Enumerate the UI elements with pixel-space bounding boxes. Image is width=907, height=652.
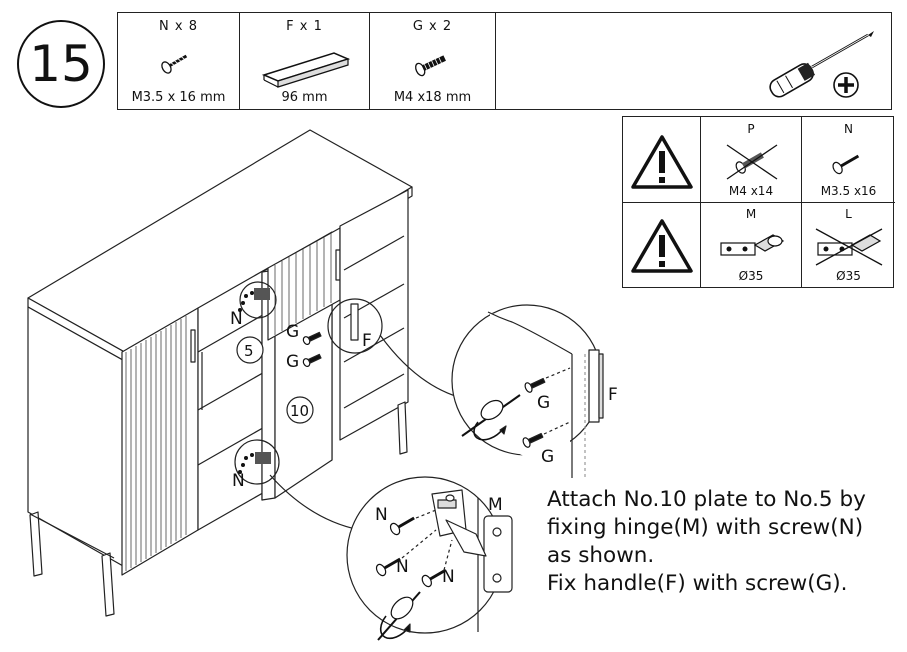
warning-triangle-icon <box>631 219 693 273</box>
part-cell-g: G x 2 M4 x18 mm <box>370 13 496 109</box>
warning-p-size: M4 x14 <box>728 184 774 198</box>
warning-cell-l: L Ø35 <box>802 203 895 287</box>
screw-icon <box>832 154 860 175</box>
label-detail-n1: N <box>375 505 388 525</box>
label-detail-g2: G <box>541 447 554 467</box>
warning-triangle-icon <box>631 135 693 189</box>
part-n-label: N x 8 <box>159 19 198 34</box>
crossed-screw-icon <box>726 144 778 180</box>
warning-n-size: M3.5 x16 <box>820 184 877 198</box>
warning-table: P M4 x14 N M3.5 x16 M <box>622 116 895 288</box>
screw-icon <box>161 54 188 74</box>
bolt-icon <box>415 55 446 77</box>
warning-cell-p: P M4 x14 <box>701 117 802 203</box>
label-f-main: F <box>362 331 372 351</box>
hinge-icon <box>720 234 785 256</box>
part-cell-n: N x 8 M3.5 x 16 mm <box>118 13 240 109</box>
warning-m-label: M <box>745 207 757 221</box>
warning-l-label: L <box>845 207 852 221</box>
parts-bar: N x 8 M3.5 x 16 mm F x 1 96 mm G x 2 <box>117 12 892 110</box>
part-n-size: M3.5 x 16 mm <box>131 90 226 105</box>
crossed-hinge-icon <box>815 228 883 266</box>
warning-m-size: Ø35 <box>738 269 764 283</box>
label-detail-n3: N <box>442 567 455 587</box>
label-detail-g1: G <box>537 393 550 413</box>
part-g-size: M4 x18 mm <box>393 90 472 105</box>
part-g-label: G x 2 <box>412 19 453 34</box>
warning-l-size: Ø35 <box>836 269 861 283</box>
part-f-label: F x 1 <box>286 19 323 34</box>
warning-cell-m: M Ø35 <box>701 203 802 287</box>
handle-icon <box>261 52 351 88</box>
label-part-10: 10 <box>290 402 309 420</box>
label-n-bottom: N <box>232 471 245 491</box>
instruction-text: Attach No.10 plate to No.5 by fixing hin… <box>547 487 866 596</box>
label-detail-f: F <box>608 385 618 405</box>
step-number: 15 <box>17 20 105 108</box>
warning-sign-bottom <box>623 203 701 287</box>
left-door <box>121 307 199 576</box>
warning-sign-top <box>623 117 701 203</box>
label-detail-n2: N <box>396 557 409 577</box>
label-part-5: 5 <box>244 342 254 360</box>
warning-p-label: P <box>747 122 755 136</box>
label-n-top: N <box>230 309 243 329</box>
warning-cell-n: N M3.5 x16 <box>802 117 895 203</box>
label-g-top: G <box>286 322 299 342</box>
part-f-size: 96 mm <box>281 90 328 105</box>
label-g-mid: G <box>286 352 299 372</box>
phillips-screwdriver-icon <box>769 31 874 98</box>
label-detail-m: M <box>488 495 503 515</box>
warning-n-label: N <box>844 122 853 136</box>
part-cell-f: F x 1 96 mm <box>240 13 370 109</box>
